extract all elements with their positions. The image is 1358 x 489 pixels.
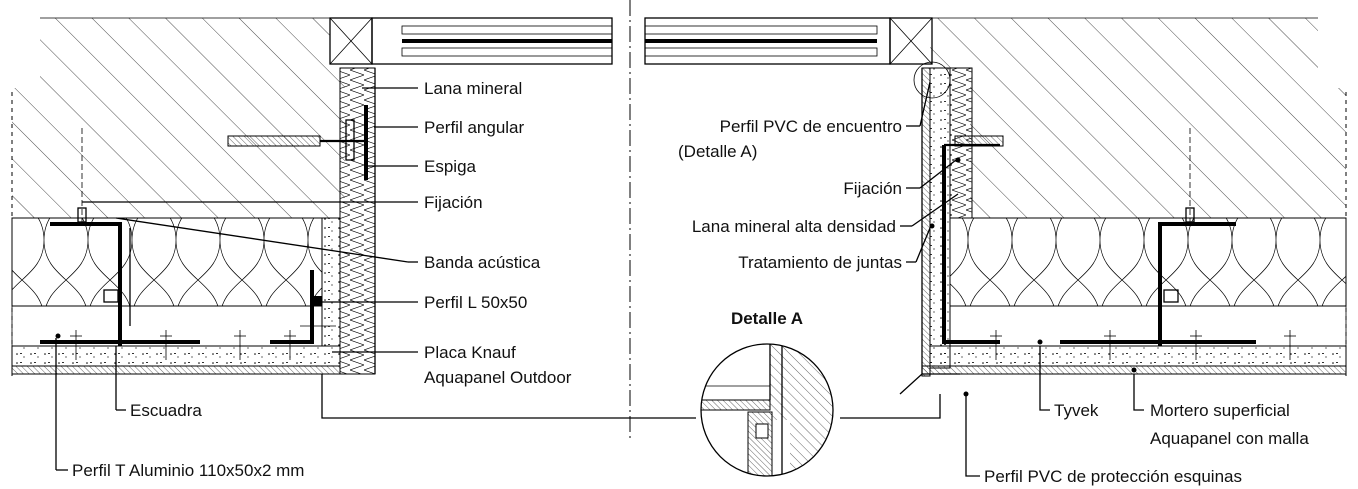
- right-t-profile: [1158, 222, 1236, 346]
- left-concrete-wall: [12, 18, 345, 218]
- right-aquapanel-vertical: [929, 67, 951, 369]
- label-perfil-t: Perfil T Aluminio 110x50x2 mm: [72, 461, 304, 480]
- label-tratamiento-juntas: Tratamiento de juntas: [738, 253, 902, 272]
- detail-a-reference-circle: [913, 61, 951, 99]
- right-assembly: [644, 17, 1347, 397]
- right-leaders: [840, 81, 1144, 477]
- label-perfil-angular: Perfil angular: [424, 118, 525, 137]
- left-assembly: [11, 17, 613, 380]
- label-tyvek: Tyvek: [1054, 401, 1099, 420]
- right-labels: Perfil PVC de encuentro (Detalle A) Fija…: [678, 117, 1309, 486]
- detail-a: Detalle A: [700, 309, 834, 477]
- right-window-frame: [889, 17, 933, 65]
- label-perfil-l: Perfil L 50x50: [424, 293, 527, 312]
- right-concrete-wall: [930, 18, 1346, 218]
- left-leaders: [55, 87, 696, 471]
- label-placa-knauf-2: Aquapanel Outdoor: [424, 368, 572, 387]
- label-fijacion-right: Fijación: [843, 179, 902, 198]
- label-lana-alta-densidad: Lana mineral alta densidad: [692, 217, 896, 236]
- label-mortero-2: Aquapanel con malla: [1150, 429, 1309, 448]
- left-l-profile: [270, 270, 314, 344]
- label-perfil-pvc-esquinas: Perfil PVC de protección esquinas: [984, 467, 1242, 486]
- left-render: [11, 365, 341, 375]
- detail-a-title: Detalle A: [731, 309, 803, 328]
- label-fijacion-left: Fijación: [424, 193, 483, 212]
- label-banda-acustica: Banda acústica: [424, 253, 541, 272]
- label-perfil-pvc-encuentro: Perfil PVC de encuentro: [720, 117, 902, 136]
- left-labels: Lana mineral Perfil angular Espiga Fijac…: [72, 79, 572, 480]
- left-aquapanel-board: [11, 345, 341, 367]
- label-mortero-1: Mortero superficial: [1150, 401, 1290, 420]
- right-aquapanel-board: [929, 345, 1347, 367]
- label-escuadra: Escuadra: [130, 401, 202, 420]
- label-lana-mineral: Lana mineral: [424, 79, 522, 98]
- left-insulation: [11, 217, 323, 307]
- detail-a-circle: [700, 343, 834, 477]
- espiga-icon: [227, 135, 321, 147]
- left-mineral-wool-strip: [339, 67, 376, 375]
- corner-pvc-profile: [899, 373, 960, 395]
- label-espiga: Espiga: [424, 157, 477, 176]
- left-t-profile: [50, 222, 122, 346]
- label-detalle-a-ref: (Detalle A): [678, 142, 757, 161]
- label-placa-knauf-1: Placa Knauf: [424, 343, 516, 362]
- right-insulation: [949, 217, 1347, 307]
